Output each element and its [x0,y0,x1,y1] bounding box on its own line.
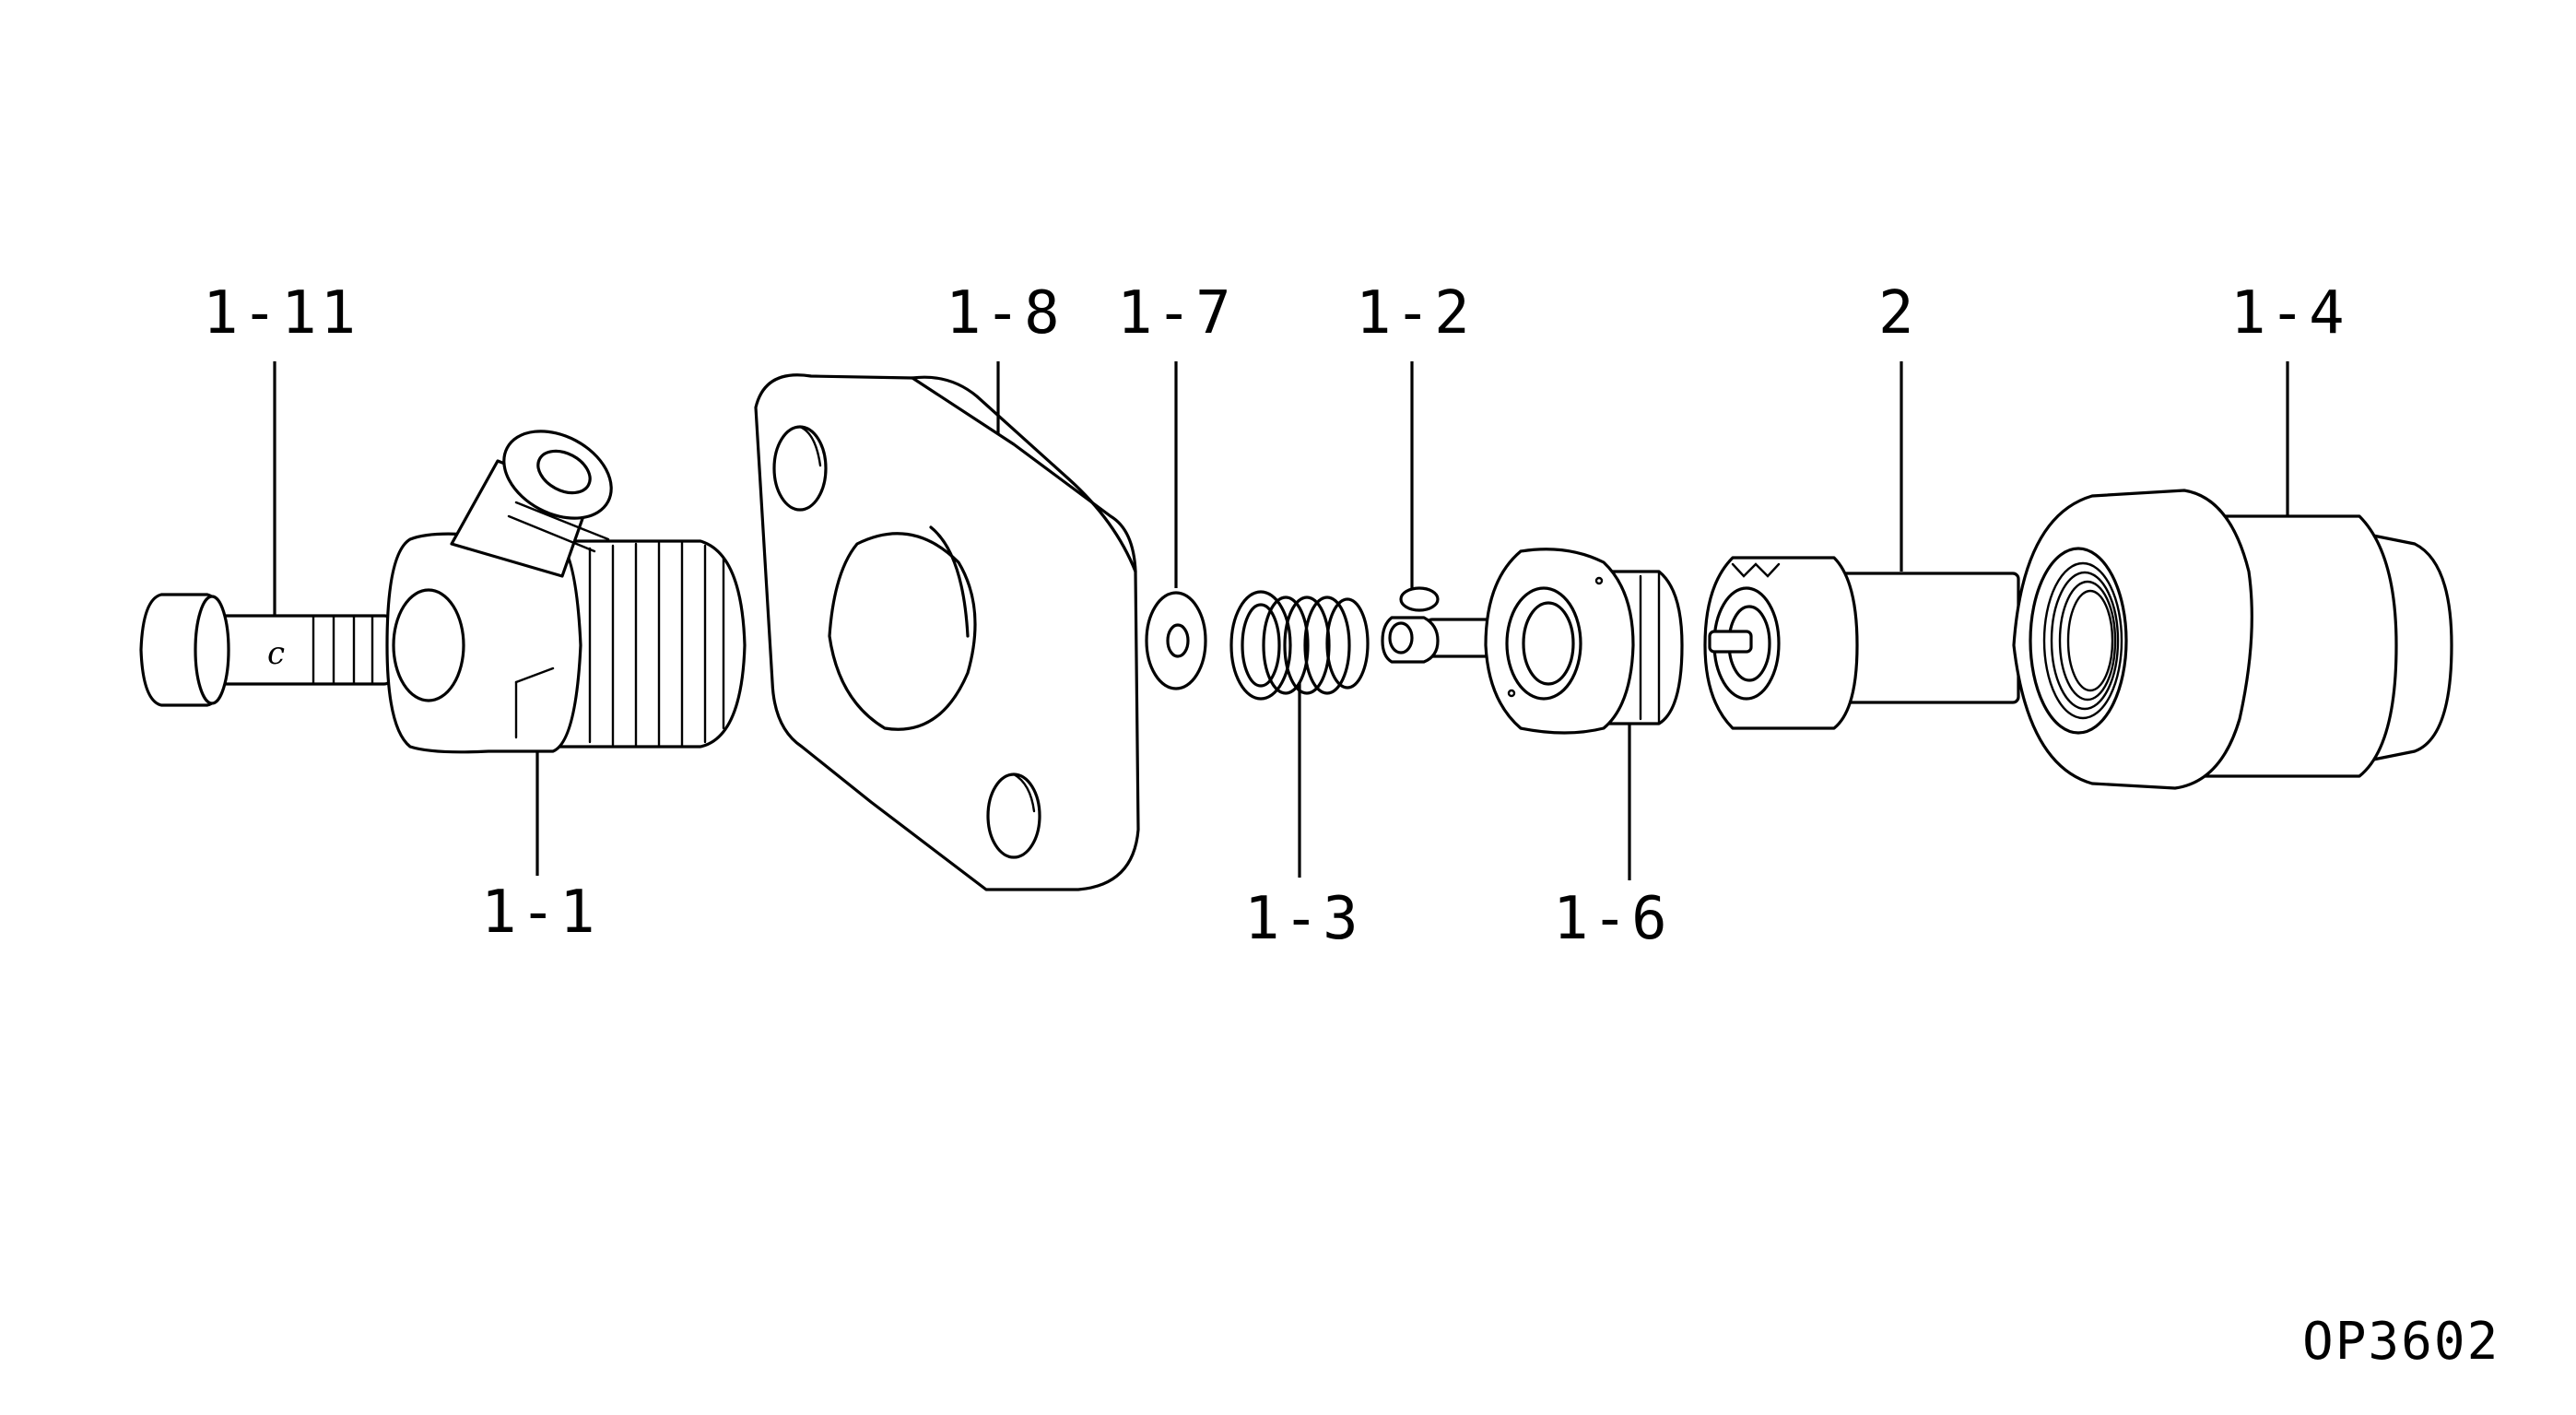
drawing-code: OP3602 [2302,1312,2500,1372]
part-flange-1-8 [754,373,1140,891]
callout-1-4: 1-4 [2230,279,2348,348]
callout-1-11: 1-11 [203,279,360,348]
callout-1-3: 1-3 [1244,885,1362,953]
part-seat-1-6 [1484,548,1684,735]
callout-1-1: 1-1 [481,878,599,947]
part-valve-1-2 [1381,586,1493,664]
callout-1-6: 1-6 [1553,885,1671,953]
part-spring-1-3 [1229,590,1370,701]
part-nozzle-2 [1703,556,2020,730]
leader-lines [273,361,2289,880]
part-bolt-1-11: c [139,593,394,707]
callout-1-7: 1-7 [1117,279,1235,348]
part-washer-1-7 [1145,591,1207,690]
part-holder-1-1 [385,430,747,754]
callout-2: 2 [1878,279,1918,348]
callout-1-8: 1-8 [946,279,1064,348]
callout-1-2: 1-2 [1356,279,1474,348]
bolt-letter-mark: c [267,635,285,672]
part-nut-1-4 [2012,489,2453,790]
